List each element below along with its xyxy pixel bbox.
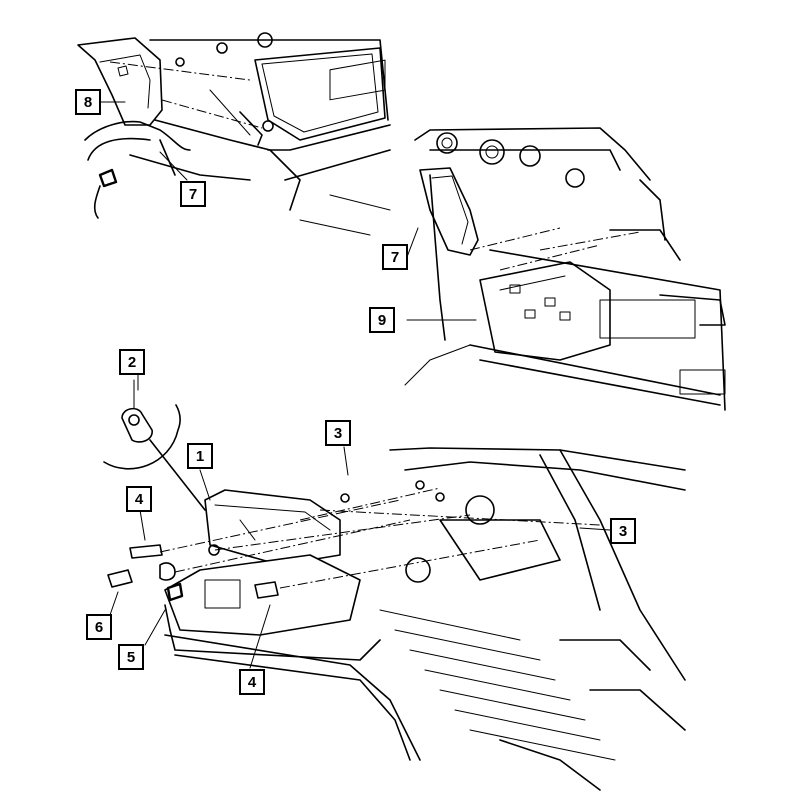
callout-8: 8	[75, 89, 101, 115]
callout-4: 4	[239, 669, 265, 695]
top-right-view	[404, 127, 726, 411]
callout-9: 9	[369, 307, 395, 333]
top-left-view	[77, 32, 391, 236]
main-lower-view	[107, 371, 686, 791]
callout-4: 4	[126, 486, 152, 512]
item-2-detail	[103, 379, 206, 511]
callout-2: 2	[119, 349, 145, 375]
callout-6: 6	[86, 614, 112, 640]
callout-5: 5	[118, 644, 144, 670]
callout-3: 3	[610, 518, 636, 544]
callout-7: 7	[382, 244, 408, 270]
callout-1: 1	[187, 443, 213, 469]
callout-3: 3	[325, 420, 351, 446]
callout-7: 7	[180, 181, 206, 207]
